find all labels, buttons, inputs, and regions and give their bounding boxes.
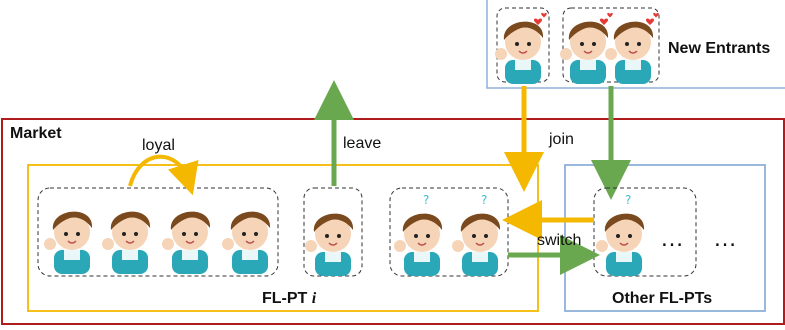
- switch-label: switch: [537, 232, 581, 249]
- loyal-arrow: [128, 154, 199, 196]
- entrant-group-2: [562, 7, 660, 83]
- join-label: join: [548, 131, 574, 148]
- question-icon: ?: [423, 193, 429, 207]
- person-icon: [161, 210, 211, 275]
- ellipsis: …: [660, 225, 684, 252]
- heart-icon: [533, 12, 547, 25]
- question-icon: ?: [481, 193, 487, 207]
- person-icon: [604, 20, 654, 85]
- person-icon: [304, 212, 354, 277]
- market-label: Market: [10, 125, 62, 142]
- ellipsis: …: [713, 225, 737, 252]
- person-icon: [595, 212, 645, 277]
- flpt-label: FL-PT i: [262, 290, 317, 307]
- market-box: [1, 118, 785, 325]
- loyal-group: [37, 187, 279, 277]
- other-flpts-label: Other FL-PTs: [612, 290, 712, 307]
- leave-label: leave: [343, 135, 381, 152]
- person-icon: [451, 212, 501, 277]
- question-icon: ?: [625, 193, 631, 207]
- person-icon: [494, 20, 544, 85]
- person-icon: [559, 20, 609, 85]
- new-entrants-label: New Entrants: [668, 40, 770, 57]
- new-entrants-box: [486, 0, 785, 89]
- loyal-label: loyal: [142, 137, 175, 154]
- heart-icon: [645, 12, 659, 25]
- person-icon: [43, 210, 93, 275]
- other-group: [593, 187, 697, 277]
- person-icon: [393, 212, 443, 277]
- person-icon: [101, 210, 151, 275]
- heart-icon: [599, 12, 613, 25]
- person-icon: [221, 210, 271, 275]
